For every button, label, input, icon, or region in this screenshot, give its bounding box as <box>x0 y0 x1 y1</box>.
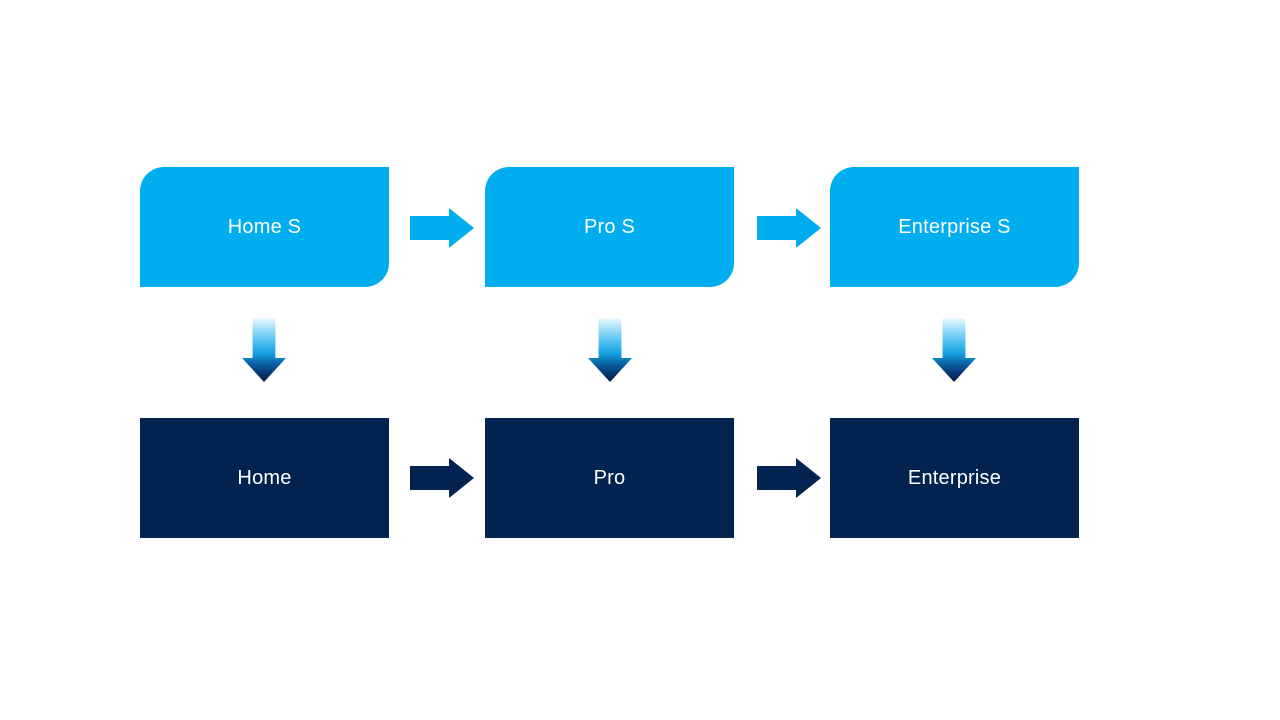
right-arrow-icon <box>410 458 474 498</box>
down-arrow-icon <box>588 318 632 382</box>
node-home-label: Home <box>237 466 292 489</box>
node-home: Home <box>140 418 389 538</box>
node-enterprise-label: Enterprise <box>907 466 1002 489</box>
node-enterprise: Enterprise <box>830 418 1079 538</box>
down-arrow-icon <box>242 318 286 382</box>
node-pro-s-label: Pro S <box>583 215 636 238</box>
node-home-s: Home S <box>140 167 389 287</box>
right-arrow-icon <box>757 208 821 248</box>
node-pro-label: Pro <box>593 466 626 489</box>
right-arrow-icon <box>410 208 474 248</box>
node-pro-s: Pro S <box>485 167 734 287</box>
down-arrow-icon <box>932 318 976 382</box>
node-pro: Pro <box>485 418 734 538</box>
node-home-s-label: Home S <box>227 215 302 238</box>
node-enterprise-s-label: Enterprise S <box>898 215 1011 238</box>
node-enterprise-s: Enterprise S <box>830 167 1079 287</box>
right-arrow-icon <box>757 458 821 498</box>
